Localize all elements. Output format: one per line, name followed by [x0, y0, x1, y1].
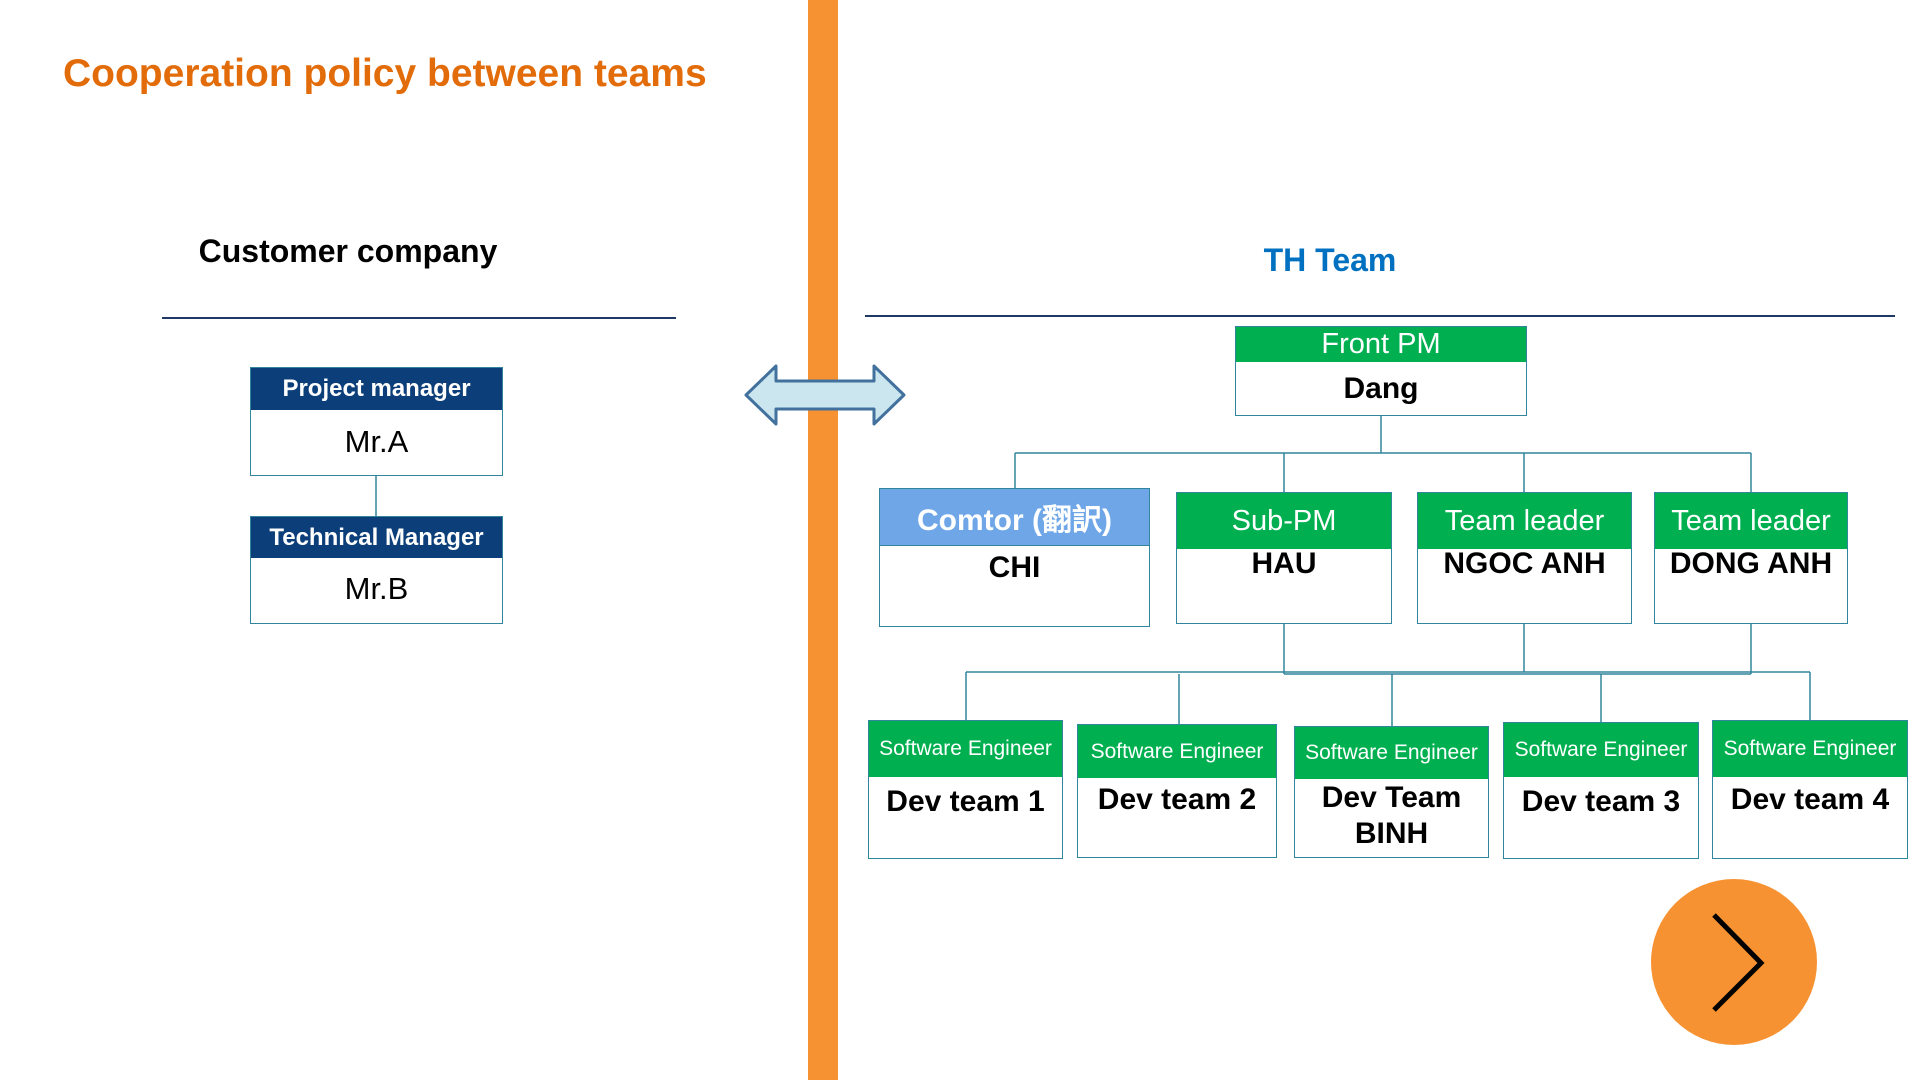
- project-manager-box: Project manager Mr.A: [250, 367, 503, 476]
- divider-bar: [808, 0, 838, 1080]
- person-name: Dang: [1343, 372, 1419, 405]
- team-name: Dev team 3: [1521, 785, 1681, 818]
- role-label: Software Engineer: [1295, 727, 1488, 779]
- person-name: HAU: [1251, 547, 1317, 580]
- engineer-box-dev-team-4: Software Engineer Dev team 4: [1712, 720, 1908, 859]
- role-label: Software Engineer: [869, 721, 1062, 777]
- team-name: Dev team 2: [1097, 783, 1257, 816]
- customer-company-title: Customer company: [198, 233, 498, 269]
- person-name: DONG ANH: [1669, 547, 1833, 580]
- role-label: Software Engineer: [1078, 725, 1276, 778]
- front-pm-box: Front PM Dang: [1235, 326, 1527, 416]
- team-name: Dev team 1: [886, 785, 1045, 818]
- role-label: Sub-PM: [1177, 493, 1391, 549]
- team-leader-dong-anh-box: Team leader DONG ANH: [1654, 492, 1848, 624]
- person-name: NGOC ANH: [1443, 547, 1606, 580]
- next-slide-button[interactable]: [1651, 879, 1817, 1045]
- role-label: Software Engineer: [1504, 723, 1698, 777]
- engineer-box-dev-team-2: Software Engineer Dev team 2: [1077, 724, 1277, 858]
- front-pm-connectors: [1014, 416, 1752, 492]
- team-connectors: [965, 624, 1811, 726]
- person-name: Mr.A: [344, 424, 409, 459]
- person-name: CHI: [988, 551, 1041, 584]
- role-label: Team leader: [1655, 493, 1847, 549]
- team-name: Dev team 4: [1730, 783, 1890, 816]
- engineer-box-dev-team-1: Software Engineer Dev team 1: [868, 720, 1063, 859]
- engineer-box-dev-team-3: Software Engineer Dev team 3: [1503, 722, 1699, 859]
- role-label: Technical Manager: [251, 517, 502, 558]
- person-name: Mr.B: [344, 571, 409, 606]
- sub-pm-box: Sub-PM HAU: [1176, 492, 1392, 624]
- slide-title: Cooperation policy between teams: [63, 52, 707, 95]
- chevron-right-icon: [1712, 913, 1765, 1012]
- role-label: Project manager: [251, 368, 502, 410]
- technical-manager-box: Technical Manager Mr.B: [250, 516, 503, 624]
- team-name: Dev Team BINH: [1321, 781, 1462, 850]
- role-label: Front PM: [1236, 327, 1526, 362]
- th-team-title: TH Team: [1263, 242, 1397, 278]
- comtor-box: Comtor (翻訳) CHI: [879, 488, 1150, 627]
- double-arrow-icon: [744, 364, 906, 426]
- role-label: Comtor (翻訳): [880, 489, 1149, 546]
- role-label: Team leader: [1418, 493, 1631, 549]
- role-label: Software Engineer: [1713, 721, 1907, 777]
- team-leader-ngoc-anh-box: Team leader NGOC ANH: [1417, 492, 1632, 624]
- engineer-box-dev-team-binh: Software Engineer Dev Team BINH: [1294, 726, 1489, 858]
